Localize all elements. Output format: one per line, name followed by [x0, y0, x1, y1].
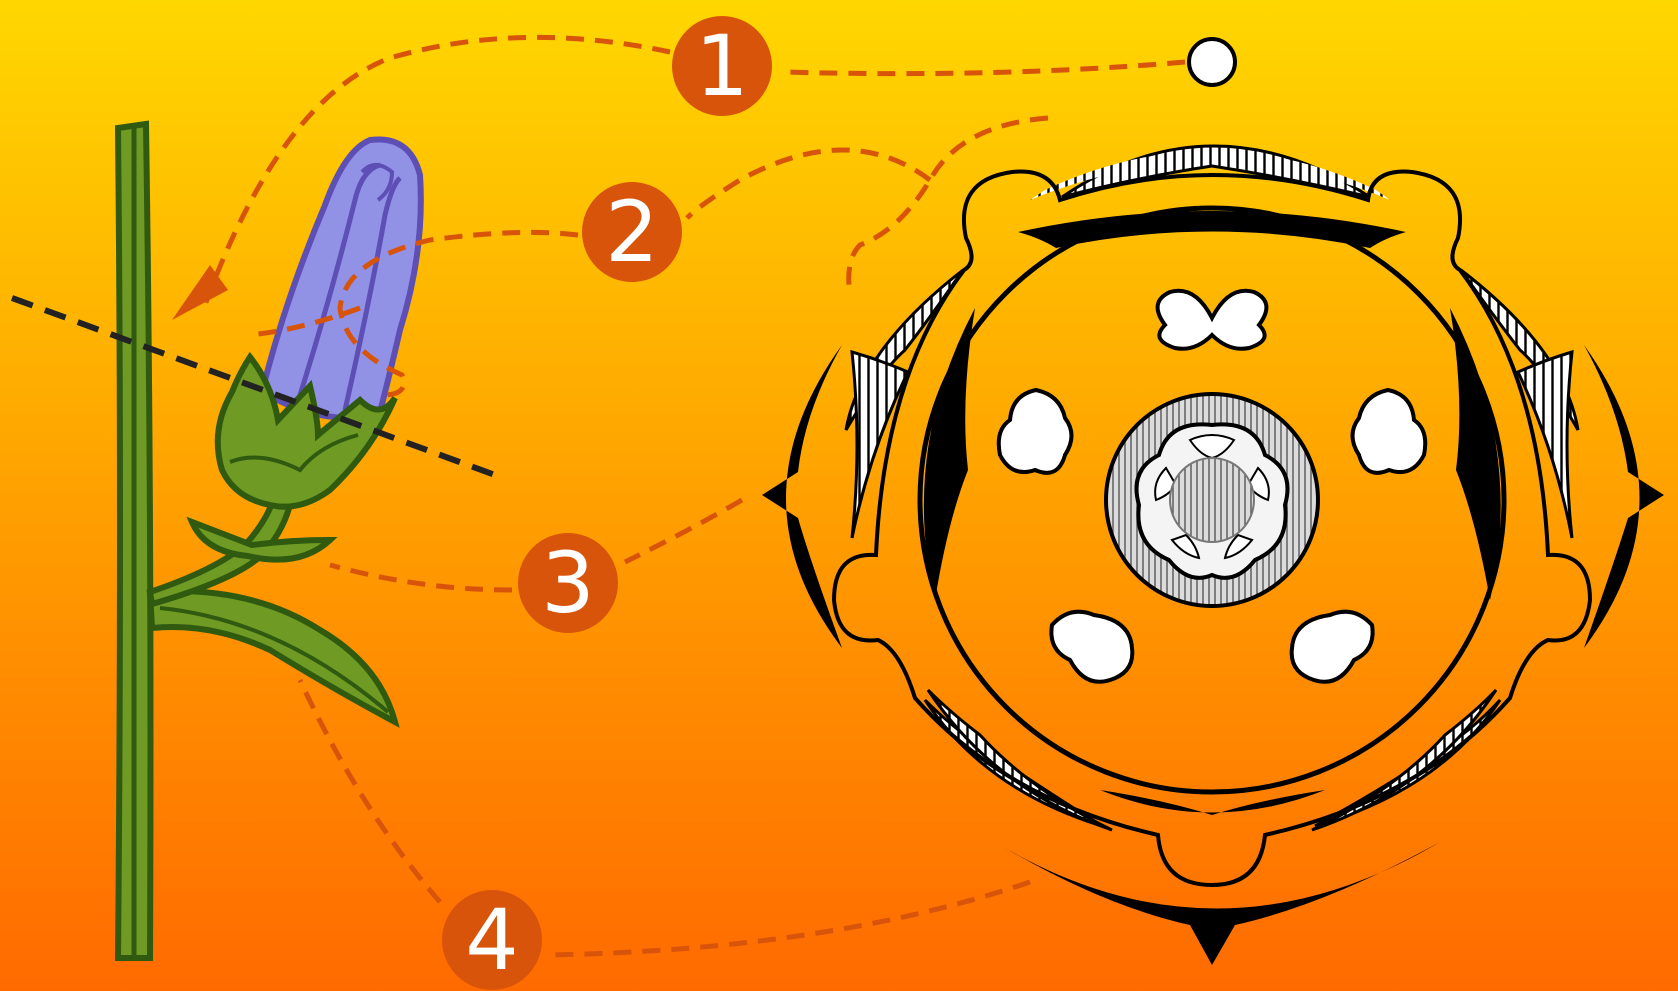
callout-3-label: 3: [541, 534, 594, 632]
ovary: [1106, 394, 1318, 606]
callout-2: 2: [582, 182, 682, 282]
callout-2-label: 2: [605, 183, 658, 281]
axis-marker: [1189, 39, 1235, 85]
callout-1: 1: [672, 16, 772, 116]
callout-4: 4: [442, 890, 542, 990]
callout-1-label: 1: [695, 17, 748, 115]
callout-3: 3: [518, 533, 618, 633]
callout-4-label: 4: [465, 891, 518, 989]
